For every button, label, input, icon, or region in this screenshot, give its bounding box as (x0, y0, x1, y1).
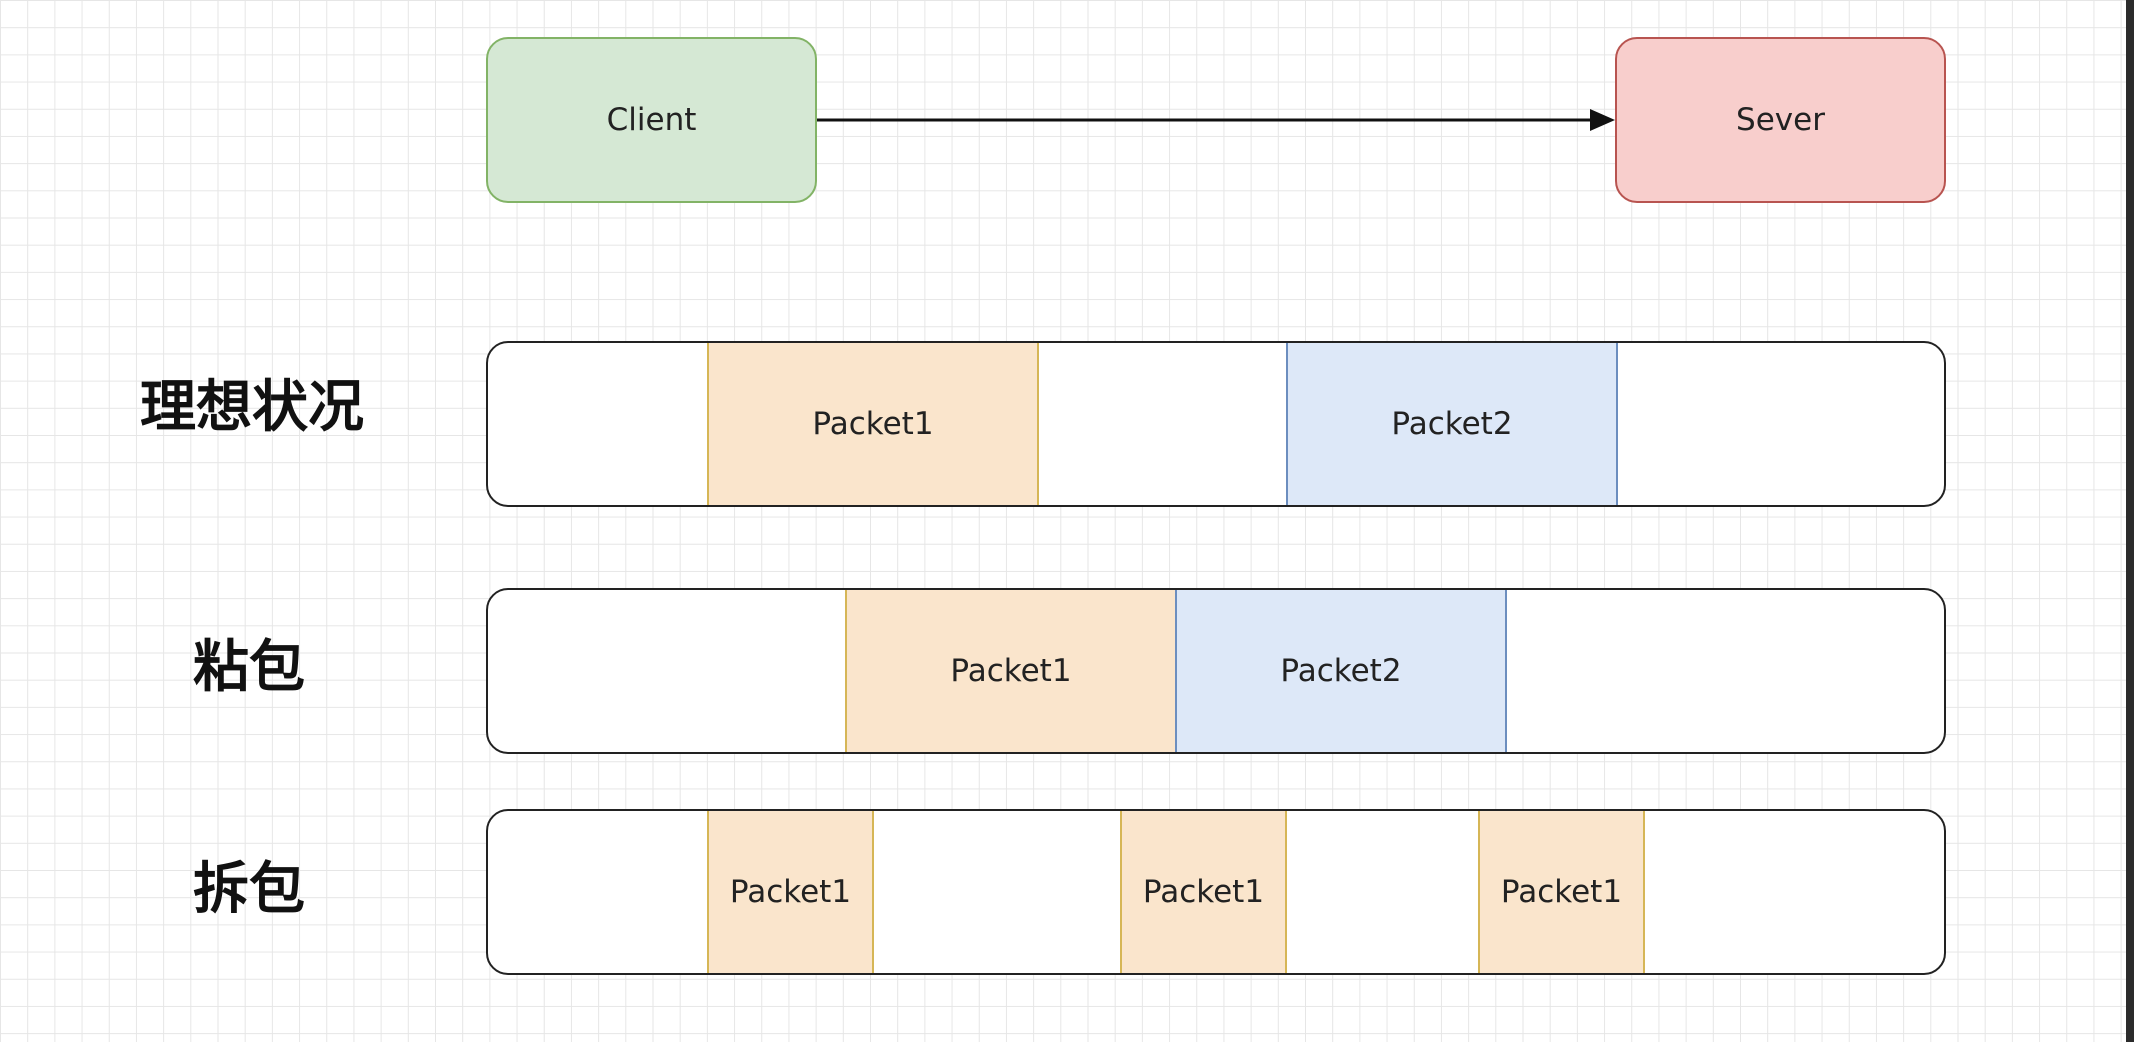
row-label-split: 拆包 (193, 857, 305, 922)
client-label: Client (606, 102, 697, 138)
row-label-sticky: 粘包 (193, 635, 305, 700)
client-node: Client (486, 37, 817, 203)
server-node: Sever (1615, 37, 1946, 203)
row-sticky-bar: Packet1 Packet2 (486, 588, 1946, 754)
row-label-ideal: 理想状况 (140, 375, 364, 440)
server-label: Sever (1736, 102, 1825, 138)
arrowhead-icon (1590, 109, 1615, 131)
row-ideal-packet1: Packet1 (707, 343, 1039, 505)
row-sticky-packet2: Packet2 (1175, 590, 1507, 752)
row-sticky-packet1: Packet1 (845, 590, 1177, 752)
row-split-bar: Packet1 Packet1 Packet1 (486, 809, 1946, 975)
row-ideal-packet2: Packet2 (1286, 343, 1618, 505)
row-split-packet1-c: Packet1 (1478, 811, 1645, 973)
window-edge-strip (2126, 0, 2134, 1042)
row-split-packet1-b: Packet1 (1120, 811, 1287, 973)
row-split-packet1-a: Packet1 (707, 811, 874, 973)
row-ideal-bar: Packet1 Packet2 (486, 341, 1946, 507)
